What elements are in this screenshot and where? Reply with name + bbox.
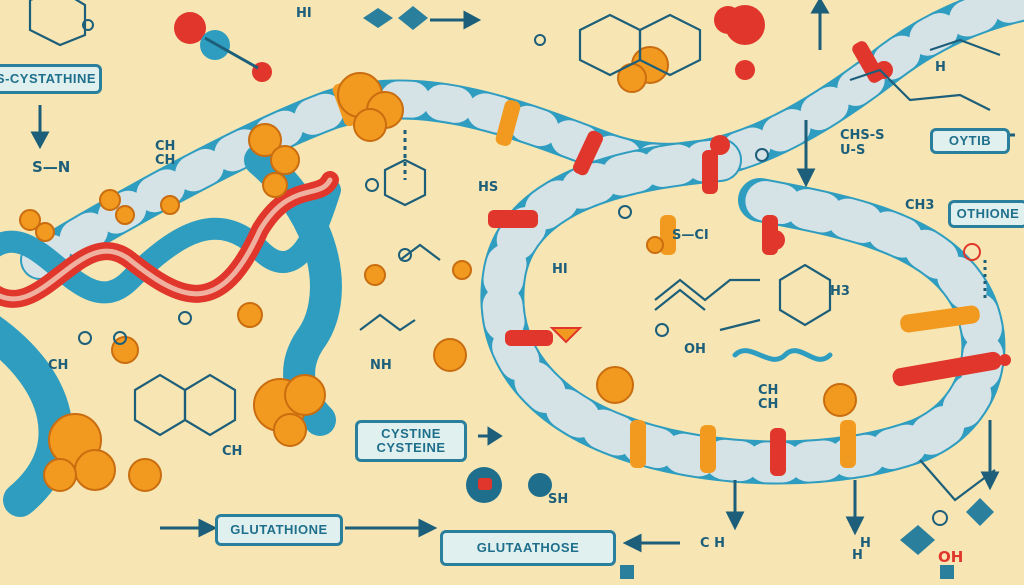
arrow-right-icon — [478, 426, 503, 446]
orange-clusters — [19, 46, 857, 492]
hs-text: HS — [478, 180, 499, 195]
arrow-down-icon — [980, 420, 1000, 491]
dna-helix — [0, 171, 341, 308]
glutathione-left-label: GLUTATHIONE — [215, 514, 343, 546]
glutathione-center-label: GLUTAATHOSE — [440, 530, 616, 566]
h-right-text: H — [860, 536, 871, 551]
wavy-line — [732, 348, 833, 362]
arrow-right-icon — [160, 518, 218, 538]
arrow-down-icon — [725, 480, 745, 531]
othione-label: OTHIONE — [948, 200, 1024, 228]
oxygen-rings — [78, 19, 981, 526]
arrow-down-icon — [30, 105, 50, 150]
atoms — [174, 5, 1011, 503]
sh-text: SH — [548, 492, 569, 507]
ch-ch-text: CH CH — [758, 383, 779, 412]
ch3-text: CH3 — [905, 198, 935, 213]
oh-bottom-text: OH — [938, 548, 964, 566]
nh-text: NH — [370, 358, 392, 373]
cystine-label: CYSTINE — [381, 426, 441, 441]
arrow-right-icon — [345, 518, 438, 538]
hexagon-rings — [28, 0, 1001, 502]
chain-highlights — [332, 41, 1002, 476]
hi-top-text: HI — [296, 6, 312, 21]
h-bottom-text: H — [852, 548, 863, 563]
arrow-left-icon — [622, 533, 680, 553]
diamonds — [363, 6, 994, 579]
arrow-down-icon — [796, 120, 816, 188]
h3-text: H3 — [830, 284, 850, 299]
arrow-down-icon — [845, 480, 865, 536]
s-cystathine-label: S-CYSTATHINE — [0, 64, 102, 94]
arrow-up-icon — [810, 0, 830, 50]
red-triangle — [549, 327, 583, 344]
oh-mid-text: OH — [684, 342, 706, 357]
arrows — [30, 0, 1015, 553]
ch-left-text: CH — [48, 358, 69, 373]
oytib-label: OYTIB — [930, 128, 1010, 154]
arrow-right-icon — [430, 10, 482, 30]
hi-mid-text: HI — [552, 262, 568, 277]
h-label-text: H — [935, 60, 946, 75]
c-h-text: C H — [700, 536, 725, 551]
s-ci-text: S—CI — [672, 228, 709, 243]
cystine-cysteine-label: CYSTINE CYSTEINE — [355, 420, 467, 462]
s-n-text: S—N — [32, 158, 71, 176]
ch-bottom-text: CH — [222, 444, 243, 459]
cysteine-label: CYSTEINE — [376, 440, 446, 455]
chs-group-text: CHS-S U-S — [840, 128, 885, 158]
ch-pair-text: CH CH — [155, 139, 176, 168]
